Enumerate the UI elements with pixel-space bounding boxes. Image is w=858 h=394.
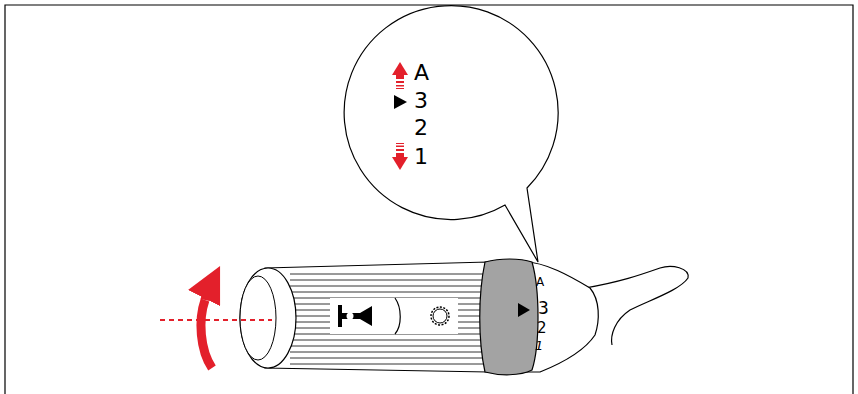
callout-arrows [392,62,408,170]
ring-position: A [536,276,544,288]
knurl-line [290,292,484,293]
callout-position: 3 [414,90,428,112]
frame [5,5,853,394]
ring-position: 1 [535,339,543,352]
ring-position: 3 [538,300,549,317]
knurl-line [290,346,484,347]
rotary-ring [480,259,538,375]
symbol-band [330,298,458,334]
stalk-tube [585,266,688,345]
stalk-body [265,262,488,372]
knurl-line [290,358,484,359]
callout-position: 1 [414,146,428,168]
dial-symbol [431,307,449,325]
knurl-line [290,286,484,287]
callout-bubble [344,6,558,262]
callout-position: 2 [414,117,428,139]
end-button [240,276,276,360]
knurl-line [290,340,484,341]
divider [395,298,400,334]
callout-position: A [414,62,429,84]
knurl-line [290,280,484,281]
ring-position: 2 [537,321,547,336]
knurl-line [290,274,484,275]
knurling [290,274,484,364]
knurl-line [290,364,484,365]
horn-symbol [338,305,372,327]
rotation-arrow [160,282,272,368]
knurl-line [290,352,484,353]
end-cap [240,268,296,368]
position-pointer [518,303,530,317]
